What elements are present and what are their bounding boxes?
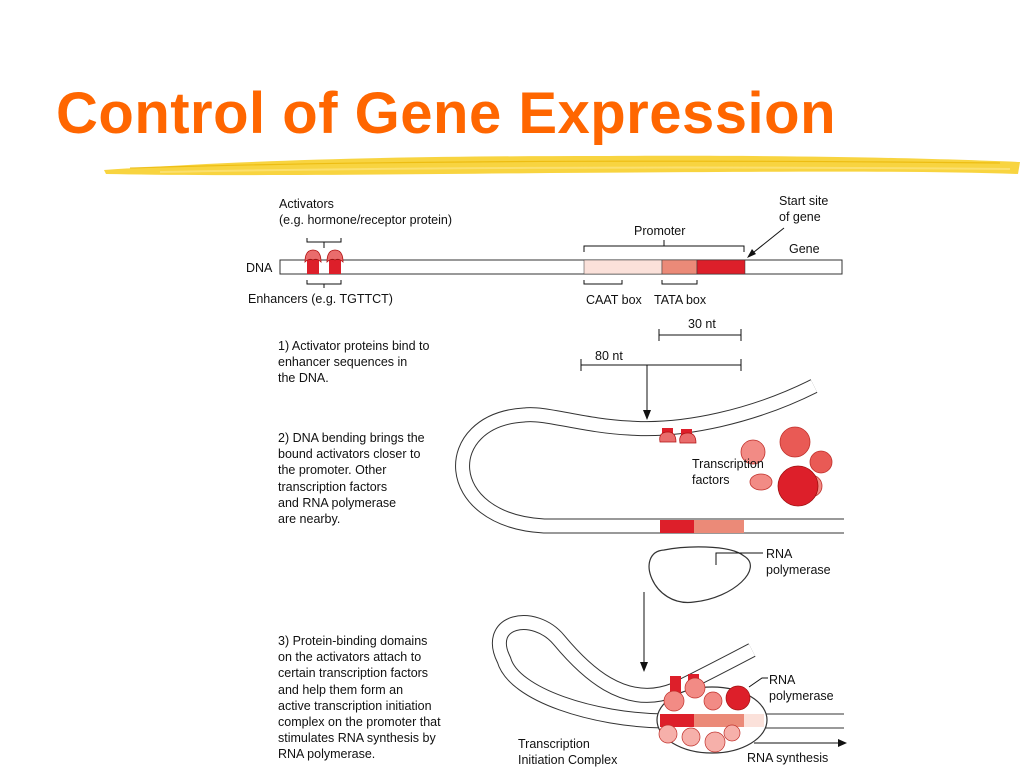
complex-activator-1	[670, 676, 681, 696]
dna-strand	[279, 259, 843, 275]
promoter-block-step2-salmon	[694, 520, 744, 533]
caat-box-label: CAAT box	[586, 293, 643, 307]
transcription-factors	[740, 426, 833, 507]
promoter-block-step2-red	[660, 520, 694, 533]
transcription-factors-label-2: factors	[692, 473, 730, 487]
caat-box	[583, 259, 663, 275]
nt-30-label: 30 nt	[688, 317, 716, 331]
enhancers-label: Enhancers (e.g. TGTTCT)	[248, 292, 393, 306]
rna-polymerase-label-2: polymerase	[766, 563, 831, 577]
rna-polymerase-outline	[648, 546, 751, 603]
activators-label: Activators	[279, 197, 334, 211]
tata-box	[661, 259, 698, 275]
gene-expression-diagram: Activators (e.g. hormone/receptor protei…	[244, 190, 854, 768]
promoter-label: Promoter	[634, 224, 685, 238]
start-site-arrowhead	[747, 249, 756, 258]
step-2-text: 2) DNA bending brings the bound activato…	[278, 431, 425, 527]
rna-polymerase-2-label-1: RNA	[769, 673, 796, 687]
promoter-block-step3-pink	[744, 714, 764, 727]
rna-polymerase-2-label-2: polymerase	[769, 689, 834, 703]
enhancer-box-1	[307, 260, 319, 274]
start-site-label-2: of gene	[779, 210, 821, 224]
rna-polymerase-label-1: RNA	[766, 547, 793, 561]
step-1-text: 1) Activator proteins bind to enhancer s…	[278, 339, 430, 386]
transcription-factors-label-1: Transcription	[692, 457, 764, 471]
complex-factors	[658, 677, 751, 753]
bent-dna-loop	[455, 379, 844, 534]
rna-synthesis-label: RNA synthesis	[747, 751, 828, 765]
nt-80-label: 80 nt	[595, 349, 623, 363]
initiation-complex-label-2: Initiation Complex	[518, 753, 618, 767]
enhancer-box-2	[329, 260, 341, 274]
activator-proteins	[304, 249, 344, 263]
activators-example-label: (e.g. hormone/receptor protein)	[279, 213, 452, 227]
dna-label: DNA	[246, 261, 273, 275]
gene-label: Gene	[789, 242, 820, 256]
rna-synthesis-arrowhead	[838, 739, 847, 747]
slide-title: Control of Gene Expression	[56, 81, 836, 146]
promoter-block-step3-red	[660, 714, 694, 727]
gene-start-block	[696, 259, 746, 275]
step-3-text: 3) Protein-binding domains on the activa…	[278, 634, 441, 762]
tata-box-label: TATA box	[654, 293, 707, 307]
highlight-stroke	[104, 155, 1020, 176]
promoter-block-step3-salmon	[694, 714, 744, 727]
initiation-complex-label-1: Transcription	[518, 737, 590, 751]
start-site-label-1: Start site	[779, 194, 828, 208]
